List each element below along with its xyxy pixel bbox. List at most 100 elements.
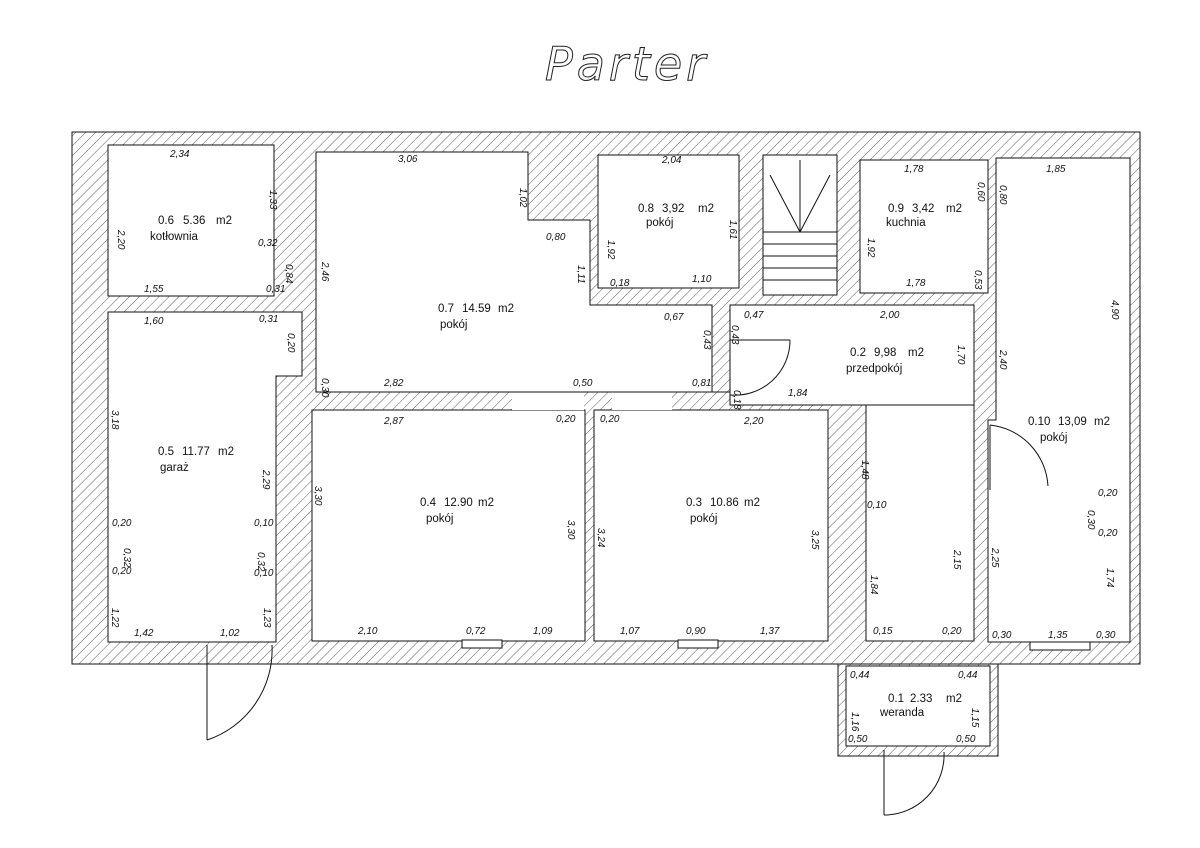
dimension-label: 0,72 — [466, 626, 486, 637]
room-number: 0.4 — [420, 497, 437, 509]
dimension-label: 0,20 — [1098, 528, 1118, 539]
room-name: pokój — [646, 217, 674, 229]
room-area: 12.90 — [444, 497, 473, 509]
dimension-label: 0,50 — [573, 378, 593, 389]
dimension-label: 0,15 — [873, 626, 893, 637]
dimension-label: 1,22 — [109, 608, 120, 628]
room-area: 14.59 — [462, 303, 491, 315]
dimension-label: 2,40 — [997, 349, 1008, 370]
dimension-label: 0,30 — [319, 378, 330, 398]
dimension-label: 0,20 — [556, 414, 576, 425]
dimension-label: 1,11 — [575, 265, 586, 284]
room-label: 0.2 9,98 m2 przedpokój — [846, 347, 924, 375]
dimension-label: 1,35 — [1048, 630, 1068, 641]
room-label: 0.1 2.33 m2 weranda — [879, 693, 962, 719]
room-unit: m2 — [478, 497, 494, 509]
dimension-label: 4,90 — [1109, 300, 1120, 320]
dimension-label: 0,60 — [975, 182, 986, 202]
dimension-label: 0,10 — [254, 518, 274, 529]
dimension-label: 1,60 — [144, 316, 164, 327]
room-number: 0.3 — [686, 497, 702, 509]
dimension-label: 1,07 — [620, 626, 640, 637]
room-kuchnia — [859, 159, 989, 294]
room-unit: m2 — [698, 203, 714, 215]
room-unit: m2 — [216, 215, 232, 227]
dimension-label: 1,10 — [692, 274, 712, 285]
dimension-label: 0,50 — [956, 734, 976, 745]
room-number: 0.1 — [888, 693, 904, 705]
room-unit: m2 — [218, 446, 234, 458]
dimension-label: 1,48 — [859, 460, 870, 480]
room-label: 0.10 13,09 m2 pokój — [1028, 416, 1110, 444]
dimension-label: 0,20 — [112, 566, 132, 577]
dimension-label: 1,09 — [533, 626, 553, 637]
dimension-label: 0,43 — [729, 325, 740, 345]
stairs-steps — [763, 160, 837, 281]
room-area: 13,09 — [1058, 416, 1087, 428]
room-number: 0.5 — [158, 446, 174, 458]
room-name: pokój — [1040, 432, 1068, 444]
dimension-label: 2,00 — [879, 310, 900, 321]
room-number: 0.6 — [158, 215, 174, 227]
dimension-label: 2,10 — [357, 626, 378, 637]
room-number: 0.10 — [1028, 416, 1050, 428]
dimension-label: 3,25 — [809, 530, 820, 550]
dimension-label: 0,47 — [744, 310, 764, 321]
passage — [612, 392, 672, 410]
dimension-label: 1,92 — [865, 238, 876, 258]
dimension-label: 1,16 — [849, 712, 860, 732]
dimension-label: 0,31 — [266, 284, 285, 295]
dimension-label: 1,70 — [955, 345, 966, 365]
door-veranda — [883, 750, 945, 816]
dimension-label: 0,20 — [942, 626, 962, 637]
room-pokoj-03 — [593, 409, 829, 642]
dimension-label: 1,92 — [605, 240, 616, 260]
room-garaz — [107, 311, 303, 643]
dimension-label: 0,67 — [664, 312, 684, 323]
room-przedpokoj-lower — [865, 404, 975, 642]
room-unit: m2 — [1094, 416, 1110, 428]
room-przedpokoj — [729, 304, 975, 406]
room-area: 2.33 — [910, 693, 932, 705]
dimension-label: 0,30 — [1085, 510, 1096, 530]
room-name: weranda — [879, 707, 925, 719]
room-unit: m2 — [908, 347, 924, 359]
dimension-label: 1,85 — [1046, 164, 1066, 175]
dimension-label: 0,32 — [255, 552, 266, 572]
dimension-label: 2,15 — [951, 549, 962, 570]
room-kotlownia — [107, 144, 275, 297]
dimension-label: 0,18 — [731, 390, 742, 410]
room-unit: m2 — [946, 693, 962, 705]
dimension-label: 1,55 — [144, 284, 164, 295]
dimension-label: 3,30 — [565, 520, 576, 540]
dimension-label: 1,23 — [261, 608, 272, 628]
room-weranda — [845, 665, 991, 747]
room-label: 0.3 10.86 m2 pokój — [686, 497, 760, 525]
room-number: 0.7 — [438, 303, 454, 315]
room-pokoj-010 — [987, 157, 1131, 643]
dimension-label: 1,37 — [760, 626, 780, 637]
dimension-label: 0,80 — [997, 185, 1008, 205]
dimension-label: 1,74 — [1104, 568, 1115, 588]
passage — [512, 392, 584, 410]
dimension-label: 1,33 — [267, 190, 278, 210]
room-name: przedpokój — [846, 363, 902, 375]
room-label: 0.6 5.36 m2 kotłownia — [150, 215, 232, 243]
dimension-label: 0,44 — [850, 670, 870, 681]
dimension-label: 0,20 — [285, 333, 296, 353]
dimension-label: 0,30 — [992, 630, 1012, 641]
dimension-label: 0,50 — [848, 734, 868, 745]
room-name: pokój — [690, 513, 718, 525]
dimension-label: 1,42 — [134, 628, 154, 639]
dimension-label: 0,53 — [972, 270, 983, 290]
door-hall — [729, 339, 791, 396]
dimension-label: 1,15 — [969, 708, 980, 728]
room-name: kuchnia — [886, 217, 926, 229]
dimension-label: 0,20 — [1098, 488, 1118, 499]
room-unit: m2 — [498, 303, 514, 315]
room-label: 0.4 12.90 m2 pokój — [420, 497, 494, 525]
dimension-label: 0,80 — [546, 232, 566, 243]
dimension-label: 0,10 — [254, 568, 274, 579]
window — [461, 639, 503, 649]
